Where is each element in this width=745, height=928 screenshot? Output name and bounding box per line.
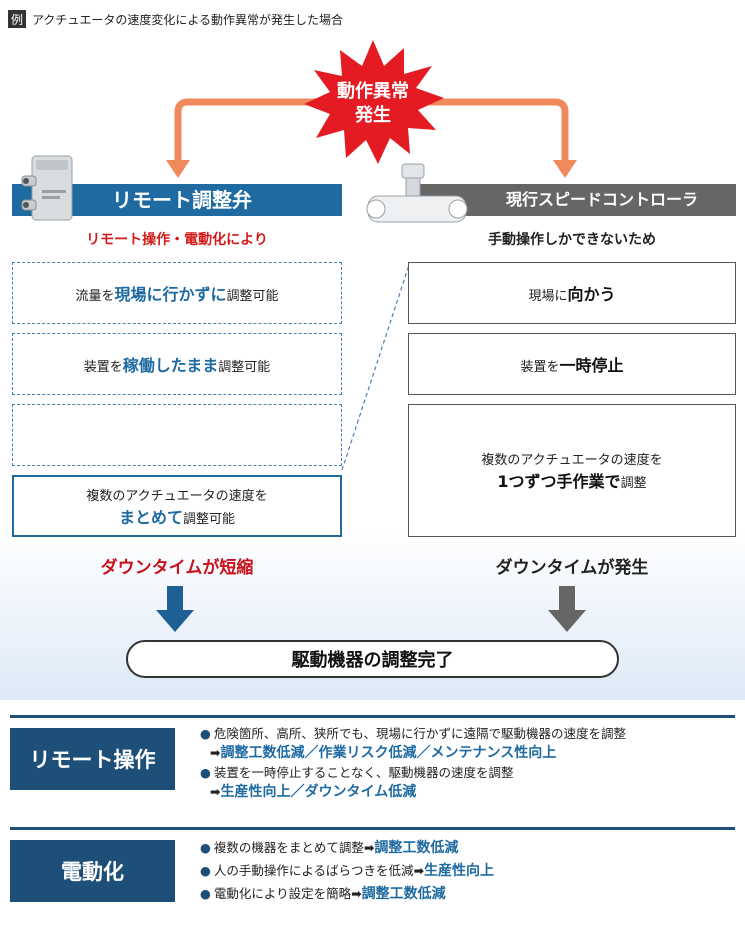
right-box-2: 装置を一時停止 — [408, 333, 736, 395]
benefit-remote-item-2: ●装置を一時停止することなく、駆動機器の速度を調整 — [200, 765, 514, 780]
burst-line2: 発生 — [355, 105, 391, 126]
benefit-electric-list: ●複数の機器をまとめて調整➡調整工数低減 ●人の手動操作によるばらつきを低減➡生… — [200, 838, 494, 904]
speed-controller-device-icon — [366, 163, 468, 223]
left-box-2-post: 調整可能 — [218, 360, 271, 375]
down-arrow-left — [156, 586, 194, 632]
left-result: ダウンタイムが短縮 — [100, 558, 254, 578]
right-arrow-head — [553, 160, 577, 178]
benefit-electric-item-2: ●人の手動操作によるばらつきを低減➡生産性向上 — [200, 863, 495, 879]
burst-shape — [304, 40, 444, 164]
left-box-2-highlight: 稼働したまま — [122, 356, 219, 375]
right-result: ダウンタイムが発生 — [495, 558, 649, 578]
down-arrow-right — [548, 586, 586, 632]
right-box-2-pre: 装置を — [520, 360, 560, 375]
left-subtitle: リモート操作・電動化により — [86, 232, 268, 248]
right-subtitle: 手動操作しかできないため — [488, 232, 656, 248]
benefit-remote-item-2-text: 装置を一時停止することなく、駆動機器の速度を調整 — [213, 765, 514, 780]
benefit-electric: 電動化 ●複数の機器をまとめて調整➡調整工数低減 ●人の手動操作によるばらつきを… — [10, 827, 735, 919]
burst-line1: 動作異常 — [337, 81, 409, 102]
benefit-electric-item-3-result: 調整工数低減 — [361, 886, 446, 902]
benefit-electric-item-3: ●電動化により設定を簡略➡調整工数低減 — [200, 886, 446, 902]
left-box-1-highlight: 現場に行かずに — [114, 285, 227, 304]
left-box-1-pre: 流量を — [75, 289, 115, 304]
right-box-3: 複数のアクチュエータの速度を 1つずつ手作業で調整 — [408, 404, 736, 537]
complete-box: 駆動機器の調整完了 — [126, 640, 619, 678]
benefit-remote-item-2-result: ➡生産性向上／ダウンタイム低減 — [210, 784, 417, 800]
left-header-title: リモート調整弁 — [112, 188, 252, 212]
benefit-remote-list: ●危険箇所、高所、狭所でも、現場に行かずに遠隔で駆動機器の速度を調整 ➡調整工数… — [200, 724, 626, 802]
benefit-electric-item-1-result: 調整工数低減 — [374, 840, 459, 856]
right-box-3-line1: 複数のアクチュエータの速度を — [481, 453, 663, 468]
example-title: アクチュエータの速度変化による動作異常が発生した場合 — [32, 12, 344, 27]
left-box-1-post: 調整可能 — [226, 289, 279, 304]
benefit-remote-item-1-result: ➡調整工数低減／作業リスク低減／メンテナンス性向上 — [210, 745, 557, 761]
benefit-remote: リモート操作 ●危険箇所、高所、狭所でも、現場に行かずに遠隔で駆動機器の速度を調… — [10, 715, 735, 815]
benefit-remote-label: リモート操作 — [10, 728, 175, 790]
left-box-4: 複数のアクチュエータの速度を まとめて調整可能 — [12, 475, 342, 537]
left-box-4-post: 調整可能 — [183, 511, 236, 527]
benefit-remote-item-1-text: 危険箇所、高所、狭所でも、現場に行かずに遠隔で駆動機器の速度を調整 — [213, 726, 627, 741]
left-box-4-highlight: まとめて — [118, 507, 183, 527]
left-box-2: 装置を稼働したまま調整可能 — [12, 333, 342, 395]
right-box-3-highlight: 1つずつ手作業で — [497, 472, 621, 491]
right-box-3-post: 調整 — [620, 476, 647, 491]
dashed-connector — [341, 261, 411, 471]
right-box-1-pre: 現場に — [528, 289, 568, 304]
left-box-3-empty — [12, 404, 342, 466]
benefit-electric-item-1: ●複数の機器をまとめて調整➡調整工数低減 — [200, 840, 459, 856]
benefit-remote-item-2-result-text: 生産性向上／ダウンタイム低減 — [220, 784, 417, 800]
example-row: 例 アクチュエータの速度変化による動作異常が発生した場合 — [8, 8, 343, 30]
burst-label: 動作異常 発生 — [318, 80, 428, 128]
example-badge: 例 — [8, 10, 26, 28]
benefit-remote-item-1: ●危険箇所、高所、狭所でも、現場に行かずに遠隔で駆動機器の速度を調整 — [200, 726, 627, 741]
right-box-1: 現場に向かう — [408, 262, 736, 324]
right-header-title: 現行スピードコントローラ — [505, 190, 698, 209]
benefit-electric-item-2-text: 人の手動操作によるばらつきを低減 — [213, 863, 414, 878]
benefit-electric-item-2-result: 生産性向上 — [424, 863, 495, 879]
left-box-1: 流量を現場に行かずに調整可能 — [12, 262, 342, 324]
right-box-1-highlight: 向かう — [567, 285, 616, 304]
left-arrow-head — [166, 160, 190, 178]
benefit-electric-label: 電動化 — [10, 840, 175, 902]
benefit-electric-item-1-text: 複数の機器をまとめて調整 — [213, 840, 364, 855]
benefit-electric-item-3-text: 電動化により設定を簡略 — [213, 886, 352, 901]
left-arrow-line — [174, 98, 322, 162]
right-box-2-highlight: 一時停止 — [559, 356, 624, 375]
remote-valve-device-icon — [21, 155, 73, 221]
left-box-4-line1: 複数のアクチュエータの速度を — [86, 488, 268, 504]
right-arrow-line — [425, 98, 569, 162]
left-box-2-pre: 装置を — [83, 360, 123, 375]
benefit-remote-item-1-result-text: 調整工数低減／作業リスク低減／メンテナンス性向上 — [220, 745, 557, 761]
